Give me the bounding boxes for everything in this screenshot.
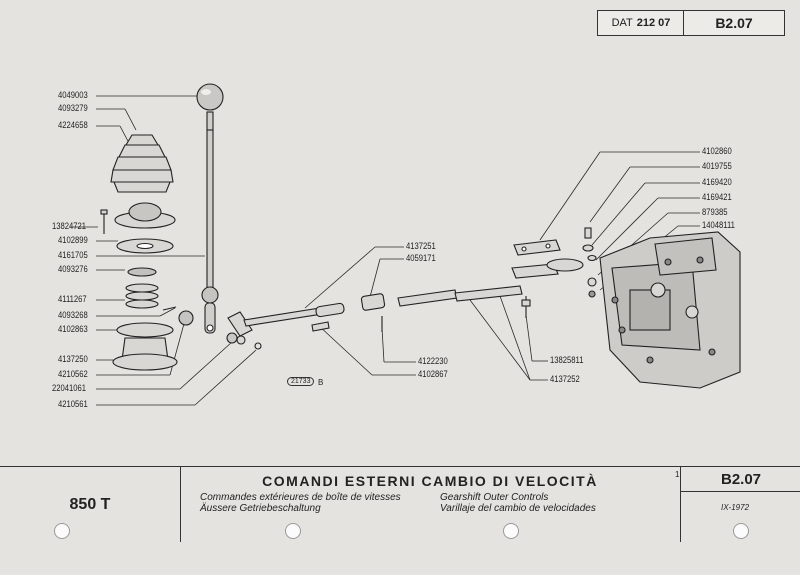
part-number: 4161705 xyxy=(58,250,88,260)
part-number: 4093279 xyxy=(58,103,88,113)
part-number: 4210562 xyxy=(58,369,88,379)
part-number: 4102899 xyxy=(58,235,88,245)
part-number: 4093276 xyxy=(58,264,88,274)
binder-hole xyxy=(285,523,301,539)
part-number: 4093268 xyxy=(58,310,88,320)
binder-hole xyxy=(733,523,749,539)
drawing-reference-number: 21733 xyxy=(287,377,315,386)
title-spanish: Varillaje del cambio de velocidades xyxy=(440,503,596,514)
part-number: 4137250 xyxy=(58,354,88,364)
part-number: 4137252 xyxy=(550,374,580,384)
part-number: 4102867 xyxy=(418,369,448,379)
sheet-code: B2.07 xyxy=(683,10,785,36)
part-number: 4210561 xyxy=(58,399,88,409)
part-number: 4049003 xyxy=(58,90,88,100)
part-number: 4169421 xyxy=(702,192,732,202)
part-number: 4169420 xyxy=(702,177,732,187)
part-number: 4122230 xyxy=(418,356,448,366)
part-number: 4102860 xyxy=(702,146,732,156)
title-block: 850 T COMANDI ESTERNI CAMBIO DI VELOCITÀ… xyxy=(0,466,800,575)
title-english: Gearshift Outer Controls xyxy=(440,492,549,503)
part-number: 13824721 xyxy=(52,221,87,231)
part-number: 4102863 xyxy=(58,324,88,334)
drawing-reference-suffix: B xyxy=(318,378,324,387)
exploded-diagram xyxy=(70,83,741,406)
dat-label: DAT xyxy=(611,17,633,29)
title-german: Äussere Getriebeschaltung xyxy=(200,503,321,514)
revision-mark: 1 xyxy=(675,470,680,479)
part-number: 4137251 xyxy=(406,241,436,251)
model-name: 850 T xyxy=(0,467,181,542)
code-divider xyxy=(681,491,800,492)
title-area: COMANDI ESTERNI CAMBIO DI VELOCITÀ Comma… xyxy=(180,467,680,542)
dat-reference: DAT 212 07 xyxy=(597,10,685,36)
part-number: 879385 xyxy=(702,207,728,217)
part-number: 4224658 xyxy=(58,120,88,130)
code-box: B2.07 IX-1972 xyxy=(680,467,800,542)
footer-sheet-code: B2.07 xyxy=(720,471,762,488)
binder-hole xyxy=(503,523,519,539)
part-number: 4019755 xyxy=(702,161,732,171)
issue-date: IX-1972 xyxy=(721,503,750,512)
dat-code: 212 07 xyxy=(636,17,671,29)
part-number: 4111267 xyxy=(58,294,87,304)
binder-hole xyxy=(54,523,70,539)
part-number: 13825811 xyxy=(550,355,584,365)
title-french: Commandes extérieures de boîte de vitess… xyxy=(200,492,401,503)
part-number: 4059171 xyxy=(406,253,436,263)
part-number: 22041061 xyxy=(52,383,87,393)
part-number: 14048111 xyxy=(702,220,735,230)
page-title: COMANDI ESTERNI CAMBIO DI VELOCITÀ xyxy=(262,473,598,489)
